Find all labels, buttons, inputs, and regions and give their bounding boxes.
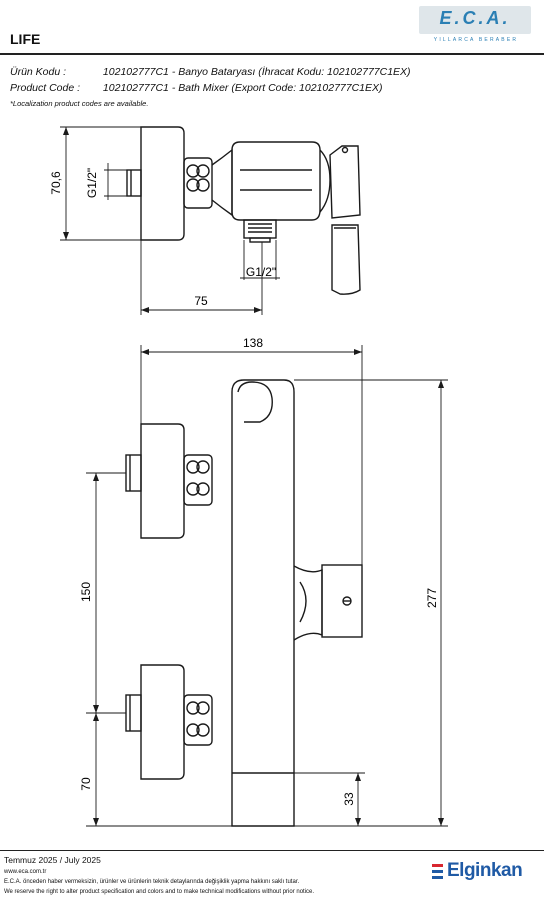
eca-logo-text: E.C.A. — [439, 8, 511, 28]
side-view — [126, 126, 361, 295]
dim-outlet-height: 33 — [342, 792, 356, 806]
dim-top-height: 70,6 — [49, 171, 63, 195]
localization-note: *Localization product codes are availabl… — [10, 99, 149, 108]
footer-date: Temmuz 2025 / July 2025 — [4, 855, 101, 865]
footer-website[interactable]: www.eca.com.tr — [4, 869, 47, 875]
product-code-en-label: Product Code : — [10, 82, 81, 94]
eca-logo: E.C.A. — [419, 6, 531, 34]
product-code-tr: Ürün Kodu : 102102777C1 - Banyo Bataryas… — [10, 66, 411, 78]
eca-logo-tagline: YILLARCA BERABER — [433, 37, 519, 43]
footer-disclaimer-en: We reserve the right to alter product sp… — [4, 889, 315, 895]
dim-center-distance: 150 — [79, 582, 93, 602]
dim-bottom-offset: 70 — [79, 777, 93, 791]
elginkan-logo-text: Elginkan — [447, 860, 523, 881]
elginkan-logo-icon — [432, 864, 443, 879]
product-code-tr-value: 102102777C1 - Banyo Bataryası (İhracat K… — [102, 66, 411, 78]
product-code-en: Product Code : 102102777C1 - Bath Mixer … — [10, 82, 383, 94]
dim-depth: 75 — [194, 294, 208, 308]
product-code-en-value: 102102777C1 - Bath Mixer (Export Code: 1… — [102, 82, 383, 94]
dim-thread-left: G1/2" — [85, 168, 99, 198]
footer-divider — [0, 850, 544, 851]
product-code-tr-label: Ürün Kodu : — [10, 66, 67, 78]
dim-width: 138 — [243, 336, 263, 350]
footer-disclaimer-tr: E.C.A. önceden haber vermeksizin, ürünle… — [4, 879, 300, 885]
front-view — [125, 379, 363, 827]
dim-thread-bottom: G1/2" — [246, 265, 276, 279]
technical-drawing: 70,6 G1/2" G1/2" 75 138 150 70 277 33 — [49, 126, 448, 827]
page-title: LIFE — [10, 31, 41, 47]
dim-total-height: 277 — [425, 588, 439, 608]
header-divider — [0, 53, 544, 55]
